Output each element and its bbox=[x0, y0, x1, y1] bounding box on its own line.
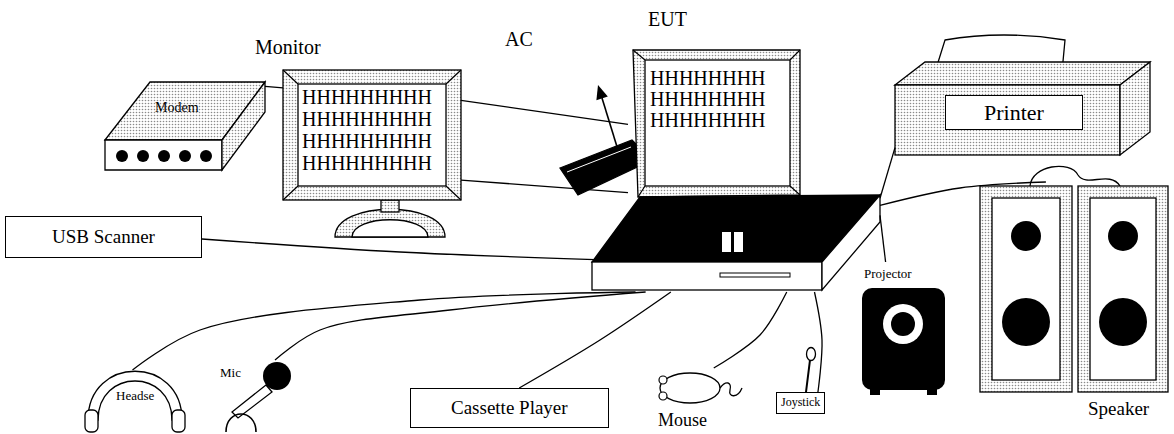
cable-connector bbox=[133, 292, 636, 370]
device-label: Modem bbox=[155, 100, 199, 116]
speaker-woofer bbox=[1099, 298, 1147, 346]
projector: Projector bbox=[858, 262, 950, 397]
speaker-pair: Speaker bbox=[978, 182, 1172, 422]
bezel-corner bbox=[633, 50, 800, 197]
speaker-tweeter bbox=[1011, 221, 1041, 251]
speaker-tweeter bbox=[1108, 221, 1138, 251]
mouse-cord bbox=[720, 383, 742, 396]
mic-head bbox=[263, 362, 291, 390]
speaker-cabinet bbox=[1078, 186, 1168, 392]
speaker-panel bbox=[1090, 198, 1156, 380]
modem: Modem bbox=[105, 82, 265, 170]
device-label: Mic bbox=[220, 366, 241, 381]
cable-connector bbox=[519, 292, 671, 388]
microphone: Mic bbox=[215, 360, 295, 432]
cable-connector bbox=[461, 180, 628, 193]
adapter-edge bbox=[567, 147, 631, 172]
device-label: Monitor bbox=[255, 36, 321, 59]
monitor-stand-inner bbox=[352, 220, 428, 237]
laptop-screen bbox=[645, 60, 790, 186]
mouse-body bbox=[660, 373, 720, 403]
mouse: Mouse bbox=[650, 368, 735, 433]
cable-connector bbox=[202, 239, 628, 261]
mic-stand bbox=[226, 414, 256, 432]
screen-text: HHHHHHHH HHHHHHHH HHHHHHHH bbox=[650, 68, 766, 131]
device-label: Cassette Player bbox=[451, 397, 568, 419]
joystick-stick bbox=[806, 360, 810, 392]
device-label: USB Scanner bbox=[52, 226, 155, 248]
modem-light bbox=[158, 150, 170, 162]
cable-connector bbox=[880, 148, 895, 199]
printer-front bbox=[895, 85, 1120, 155]
device-label: Speaker bbox=[1088, 398, 1149, 420]
printer-side bbox=[1120, 62, 1150, 155]
cable-connector bbox=[461, 100, 628, 124]
usb-scanner-box: USB Scanner bbox=[5, 216, 202, 258]
monitor-neck bbox=[381, 200, 399, 212]
headset-band bbox=[88, 371, 182, 420]
touchpad-button bbox=[722, 232, 731, 252]
modem-light bbox=[179, 150, 191, 162]
drive-slot bbox=[720, 273, 790, 277]
speaker-wire bbox=[1030, 166, 1120, 186]
speaker-cabinet bbox=[980, 186, 1072, 392]
ac-arrow-head bbox=[596, 85, 607, 100]
laptop-front bbox=[592, 262, 822, 290]
modem-light bbox=[116, 150, 128, 162]
projector-lens-ring bbox=[883, 304, 923, 344]
monitor: MonitorHHHHHHHHH HHHHHHHHH HHHHHHHHH HHH… bbox=[283, 34, 461, 200]
monitor-bezel bbox=[283, 70, 461, 200]
headset: Headse bbox=[85, 370, 180, 432]
projector-lens bbox=[891, 312, 915, 336]
mic-handle bbox=[232, 385, 272, 418]
cable-connector bbox=[265, 86, 283, 88]
modem-front bbox=[105, 140, 222, 170]
headset-earcup bbox=[172, 410, 185, 432]
printer-top bbox=[895, 62, 1150, 85]
projector-body bbox=[862, 288, 945, 390]
joystick-box: Joystick bbox=[776, 392, 825, 414]
modem-light bbox=[200, 150, 212, 162]
modem-light bbox=[137, 150, 149, 162]
laptop-eut: EUT HHHHHHHH HHHHHHHH HHHHHHHH bbox=[628, 8, 880, 292]
monitor-stand bbox=[335, 209, 445, 237]
device-label: Printer bbox=[945, 95, 1083, 130]
headset-earcup bbox=[85, 410, 98, 432]
cable-connector bbox=[880, 215, 886, 262]
projector-foot bbox=[927, 388, 937, 395]
power-label: AC bbox=[505, 28, 533, 51]
bezel-corner bbox=[283, 70, 461, 200]
cable-connector bbox=[814, 292, 822, 392]
cassette-player-box: Cassette Player bbox=[410, 388, 609, 428]
cable-connector bbox=[275, 292, 646, 360]
projector-foot bbox=[870, 388, 880, 395]
joystick-knob bbox=[807, 348, 816, 361]
ac-arrow-shaft bbox=[602, 98, 618, 150]
monitor-screen bbox=[298, 84, 446, 186]
device-label: EUT bbox=[648, 8, 687, 31]
cable-connector bbox=[714, 292, 787, 368]
mouse-button bbox=[659, 392, 667, 400]
device-label: Projector bbox=[864, 267, 912, 282]
laptop-bezel bbox=[633, 50, 800, 197]
modem-side bbox=[222, 82, 265, 170]
device-label: Mouse bbox=[658, 410, 707, 431]
touchpad-button bbox=[734, 232, 743, 252]
speaker-woofer bbox=[1002, 298, 1050, 346]
device-label: Joystick bbox=[781, 396, 820, 410]
cable-connector bbox=[880, 182, 1046, 205]
screen-text: HHHHHHHHH HHHHHHHHH HHHHHHHHH HHHHHHHHH bbox=[302, 86, 432, 174]
mouse-button bbox=[659, 376, 667, 384]
speaker-panel bbox=[992, 198, 1060, 380]
device-label: Headse bbox=[116, 389, 154, 404]
printer: Printer bbox=[895, 62, 1150, 155]
